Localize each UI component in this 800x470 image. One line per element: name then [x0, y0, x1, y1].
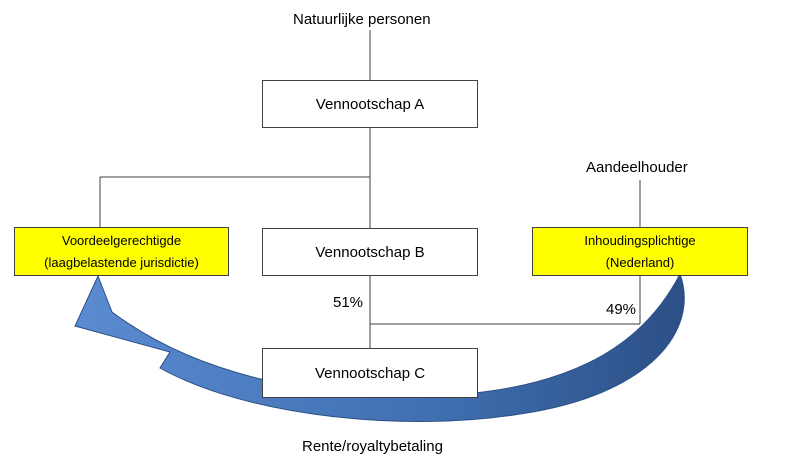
- vennootschap-c-box: Vennootschap C: [262, 348, 478, 398]
- beneficiary-box: Voordeelgerechtigde (laagbelastende juri…: [14, 227, 229, 276]
- vennootschap-a-box: Vennootschap A: [262, 80, 478, 128]
- vennootschap-a-label: Vennootschap A: [315, 95, 425, 113]
- beneficiary-line1: Voordeelgerechtigde: [61, 232, 182, 248]
- withholding-box: Inhoudingsplichtige (Nederland): [532, 227, 748, 276]
- shareholder-label: Aandeelhouder: [586, 159, 688, 176]
- share-withholding-label: 49%: [606, 301, 637, 318]
- withholding-line1: Inhoudingsplichtige: [584, 232, 696, 248]
- share-b-label: 51%: [333, 294, 364, 311]
- curved-arrow-icon: [74, 272, 685, 422]
- natural-persons-label: Natuurlijke personen: [293, 11, 431, 28]
- beneficiary-line2: (laagbelastende jurisdictie): [44, 254, 199, 270]
- vennootschap-c-label: Vennootschap C: [314, 364, 426, 382]
- vennootschap-b-box: Vennootschap B: [262, 228, 478, 276]
- withholding-line2: (Nederland): [605, 254, 675, 270]
- payment-label: Rente/royaltybetaling: [302, 438, 443, 455]
- vennootschap-b-label: Vennootschap B: [315, 243, 425, 261]
